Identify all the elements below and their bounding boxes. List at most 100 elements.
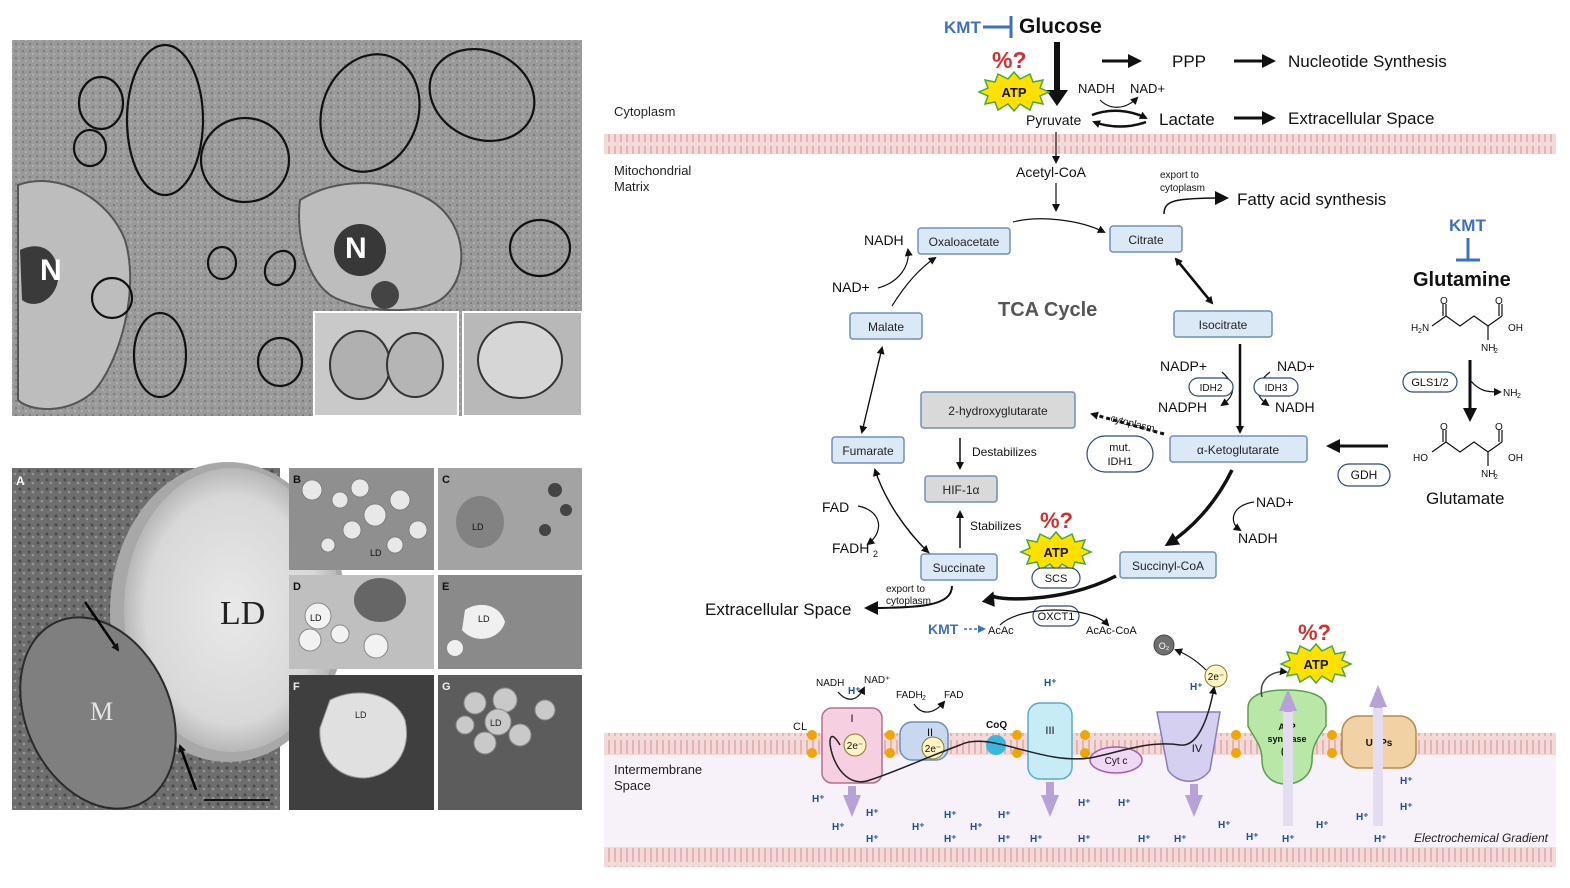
- cl-label: CL: [793, 721, 807, 733]
- kmt-label: KMT: [1449, 216, 1486, 235]
- effect-label: Destabilizes: [972, 445, 1037, 459]
- proton-label: H⁺: [1374, 834, 1387, 845]
- cofactor-label: NAD+: [1277, 358, 1315, 374]
- cytoplasm-small-label: cytoplasm: [1109, 413, 1155, 435]
- panel-label: A: [16, 474, 25, 488]
- akg-box: α-Ketoglutarate: [1197, 443, 1280, 457]
- panel-label: C: [442, 474, 450, 486]
- atom-label: N: [1422, 323, 1429, 334]
- atom-label: O: [1495, 422, 1503, 433]
- electron-transport-chain: CL I 2e⁻ NADH NAD⁺ II 2e⁻ FADH 2 FAD CoQ…: [793, 620, 1417, 845]
- nucleus-label: N: [40, 254, 62, 287]
- outer-mito-membrane: [604, 847, 1556, 867]
- pyruvate-label: Pyruvate: [1026, 112, 1081, 128]
- matrix-label: Mitochondrial: [614, 163, 691, 178]
- export-label: cytoplasm: [886, 596, 931, 607]
- subscript: 2: [1517, 393, 1521, 400]
- proton-label: H⁺: [812, 794, 825, 805]
- nadh-label: NADH: [816, 678, 844, 689]
- subscript: 2: [922, 695, 926, 702]
- matrix-label: Matrix: [614, 179, 650, 194]
- tca-metabolites: Oxaloacetate Citrate Isocitrate Malate F…: [831, 225, 1308, 581]
- lipid-droplet-label: LD: [490, 718, 502, 728]
- proton-label: H⁺: [1174, 834, 1187, 845]
- proton-label: H⁺: [1356, 812, 1369, 823]
- metabolite-box: 2-hydroxyglutarate: [948, 404, 1048, 418]
- atom-label: NH: [1503, 388, 1517, 399]
- nadh-label: NADH: [1078, 81, 1115, 96]
- succinyl-coa-box: Succinyl-CoA: [1132, 559, 1204, 573]
- nucleotide-label: Nucleotide Synthesis: [1288, 52, 1447, 71]
- kmt-label: KMT: [944, 18, 981, 37]
- panel-label: F: [293, 681, 300, 693]
- nad-label: NAD+: [1130, 81, 1165, 96]
- gradient-label: Electrochemical Gradient: [1414, 831, 1549, 845]
- cofactor-label: NADP+: [1160, 358, 1207, 374]
- em-micrograph-bottom: A LD M B LD C LD D LD E LD F: [12, 462, 582, 810]
- glutamate-structure: [1431, 430, 1503, 466]
- metabolic-diagram: Cytoplasm Mitochondrial Matrix Intermemb…: [604, 15, 1556, 867]
- proton-label: H⁺: [866, 834, 879, 845]
- proton-label: H⁺: [866, 808, 879, 819]
- plasma-membrane: [604, 134, 1556, 154]
- lipid-droplet-label: LD: [220, 595, 265, 632]
- succinate-box: Succinate: [933, 561, 986, 575]
- enzyme-label: SCS: [1045, 573, 1068, 585]
- electron-label: 2e⁻: [1208, 672, 1224, 683]
- glucose-label: Glucose: [1019, 15, 1102, 38]
- proton-label: H⁺: [1282, 834, 1295, 845]
- proton-label: H⁺: [832, 822, 845, 833]
- panel-label: G: [442, 681, 451, 693]
- ppp-label: PPP: [1172, 52, 1206, 71]
- proton-label: H⁺: [1400, 776, 1413, 787]
- enzyme-label: mut.: [1109, 442, 1130, 454]
- proton-label: H⁺: [1078, 798, 1091, 809]
- fatty-acid-label: Fatty acid synthesis: [1237, 190, 1386, 209]
- electron-label: 2e⁻: [847, 741, 863, 752]
- kmt-label: KMT: [928, 621, 959, 637]
- fad-label: FAD: [944, 690, 963, 701]
- export-label: export to: [1160, 170, 1199, 181]
- export-label: export to: [886, 584, 925, 595]
- complex-iii-label: III: [1045, 725, 1054, 737]
- proton-label: H⁺: [1078, 834, 1091, 845]
- proton-label: H⁺: [998, 834, 1011, 845]
- fadh2-label: FADH: [896, 690, 923, 701]
- subscript: 2: [1494, 348, 1498, 355]
- glutamine-structure: [1431, 304, 1503, 340]
- panel-label: E: [442, 581, 449, 593]
- coq-label: CoQ: [986, 720, 1007, 731]
- atom-label: HO: [1413, 453, 1428, 464]
- nad-label: NAD⁺: [864, 675, 890, 686]
- enzyme-label: IDH3: [1265, 383, 1288, 394]
- glutamine-label: Glutamine: [1413, 269, 1511, 291]
- cofactor-label: NADPH: [1158, 399, 1207, 415]
- malate-box: Malate: [868, 320, 904, 334]
- lipid-droplet-label: LD: [310, 613, 322, 623]
- citrate-box: Citrate: [1128, 233, 1164, 247]
- intermembrane-space: [604, 755, 1556, 847]
- acac-label: AcAc: [988, 625, 1014, 637]
- enzyme-label: IDH2: [1200, 383, 1223, 394]
- lipid-droplet-label: LD: [355, 710, 367, 720]
- proton-label: H⁺: [1190, 682, 1203, 693]
- export-label: cytoplasm: [1160, 183, 1205, 194]
- extracellular-left-label: Extracellular Space: [705, 600, 851, 619]
- complex-iv-label: IV: [1192, 743, 1203, 755]
- extracellular-label: Extracellular Space: [1288, 109, 1434, 128]
- proton-label: H⁺: [1246, 832, 1259, 843]
- proton-label: H⁺: [944, 834, 957, 845]
- lipid-droplet-label: LD: [478, 614, 490, 624]
- cofactor-label: NAD+: [1256, 494, 1294, 510]
- electron-label: 2e⁻: [925, 744, 941, 755]
- proton-label: H⁺: [998, 810, 1011, 821]
- enzyme-label: GDH: [1351, 468, 1378, 482]
- acac-coa-label: AcAc-CoA: [1086, 625, 1137, 637]
- complex-i-label: I: [850, 713, 853, 725]
- cofactor-label: NADH: [864, 232, 904, 248]
- atom-label: O: [1495, 296, 1503, 307]
- atom-label: OH: [1508, 323, 1523, 334]
- cofactor-label: NADH: [1238, 530, 1278, 546]
- atom-label: O: [1440, 422, 1448, 433]
- subscript: 2: [1494, 474, 1498, 481]
